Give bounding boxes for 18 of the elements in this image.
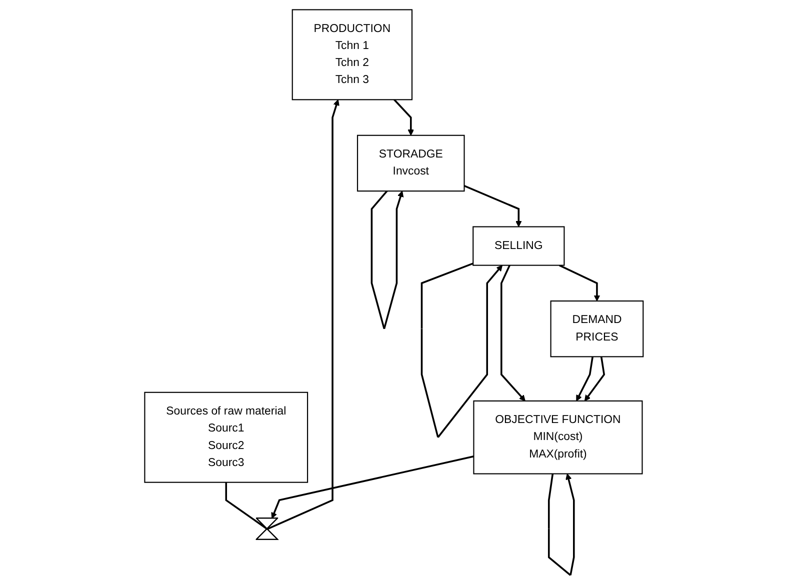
node-box: OBJECTIVE FUNCTION MIN(cost) MAX(profit): [473, 400, 643, 474]
arrow: [576, 356, 594, 402]
arrow: [267, 99, 340, 530]
connector: [225, 482, 268, 530]
arrow: [420, 262, 503, 438]
arrow: [394, 99, 414, 136]
node-box: STORADGE Invcost: [357, 134, 465, 192]
arrow: [548, 474, 575, 576]
arrow: [271, 456, 474, 519]
arrow: [370, 190, 404, 330]
arrow: [584, 356, 606, 402]
arrow: [500, 264, 526, 402]
node-box: PRODUCTION Tchn 1 Tchn 2 Tchn 3: [292, 9, 413, 100]
node-box: DEMAND PRICES: [550, 300, 644, 358]
node-box: SELLING: [472, 226, 565, 266]
arrow: [559, 264, 600, 302]
arrow: [464, 185, 522, 228]
node-box: Sources of raw material Sourc1 Sourc2 Sourc3: [144, 392, 308, 483]
